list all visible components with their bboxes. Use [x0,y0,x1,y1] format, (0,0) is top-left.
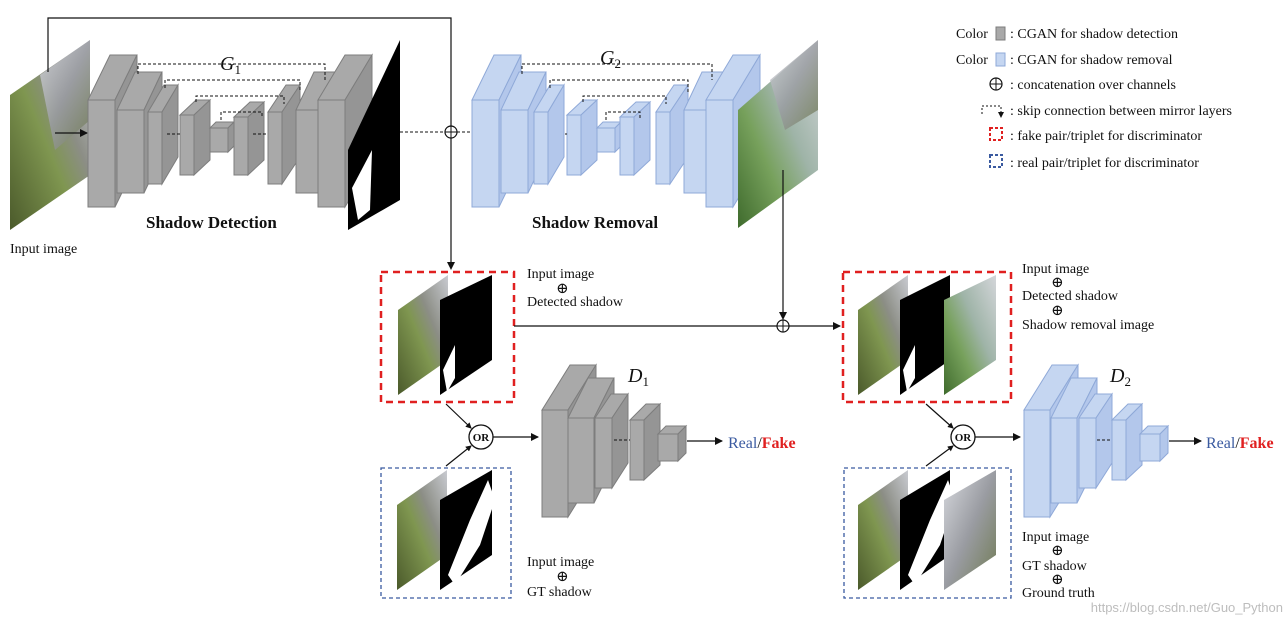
fake-pair-1-images [398,275,492,395]
real-pair-1-text-2: GT shadow [527,585,593,600]
real-triplet-box-2 [843,467,1012,599]
legend: Color : CGAN for shadow detection Color … [956,26,1232,171]
discriminator-2-blocks [1023,363,1170,519]
watermark: https://blog.csdn.net/Guo_Python [1091,600,1283,615]
legend-item-1: : CGAN for shadow detection [1010,27,1178,42]
fake-pair-1-text-1: Input image [527,267,594,282]
real-pair-1-text-1: Input image [527,555,594,570]
fake-triplet-2-text-1: Input image [1022,262,1089,277]
legend-item-4: : skip connection between mirror layers [1010,104,1232,119]
or-node-1-label: OR [473,432,491,444]
legend-item-2: : CGAN for shadow removal [1010,53,1173,68]
concat-symbol-text: ⊕ [1051,572,1064,588]
fake-triplet-2-images [858,275,996,395]
real-triplet-2-text-2: GT shadow [1022,559,1088,574]
legend-color-word-1: Color [956,27,988,42]
fake-pair-box-1 [379,270,516,404]
concat-symbol-text: ⊕ [556,281,569,297]
legend-real-swatch [989,154,1003,168]
discriminator-1-blocks [541,363,688,519]
real-triplet-2-images [858,470,996,590]
real-triplet-2-text-1: Input image [1022,530,1089,545]
legend-item-3: : concatenation over channels [1010,78,1176,93]
concat-symbol-text: ⊕ [1051,303,1064,319]
concat-symbol-text: ⊕ [556,569,569,585]
or-node-2-label: OR [955,432,973,444]
discriminator-2-label: D2 [1109,365,1131,389]
input-to-discriminator-line [47,17,452,268]
fake-triplet-2-text-3: Shadow removal image [1022,318,1154,333]
real-triplet-2-text-3: Ground truth [1022,586,1095,601]
shadow-detection-caption: Shadow Detection [146,213,277,232]
legend-skip-symbol [981,105,1002,116]
arrow-head [447,262,455,270]
legend-blue-swatch [995,52,1006,67]
legend-item-6: : real pair/triplet for discriminator [1010,156,1199,171]
discriminator-1-label: D1 [627,365,649,389]
fake-triplet-2-text-2: Detected shadow [1022,289,1119,304]
generator-2-blocks [471,53,761,209]
concat-symbol-text: ⊕ [1051,275,1064,291]
concat-symbol-text: ⊕ [1051,543,1064,559]
legend-color-word-2: Color [956,53,988,68]
generator-2-label: G2 [600,47,621,71]
fake-triplet-box-2 [841,270,1013,404]
legend-fake-swatch [989,127,1003,141]
generator-2-skips [521,63,713,135]
legend-item-5: : fake pair/triplet for discriminator [1010,129,1202,144]
shadow-removal-output [738,40,818,228]
legend-gray-swatch [995,26,1006,41]
discriminator-1-output: Real/Fake [728,435,796,452]
shadow-removal-caption: Shadow Removal [532,213,658,232]
generator-1-blocks [87,53,373,209]
generator-1-skips [137,63,326,135]
discriminator-2-output: Real/Fake [1206,435,1274,452]
real-pair-box-1 [380,467,512,599]
real-pair-1-images [397,470,495,590]
detected-shadow-output [348,40,400,230]
fake-pair-1-text-2: Detected shadow [527,295,624,310]
input-image-caption: Input image [10,242,77,257]
generator-1-label: G1 [220,53,241,77]
input-image [10,40,90,230]
